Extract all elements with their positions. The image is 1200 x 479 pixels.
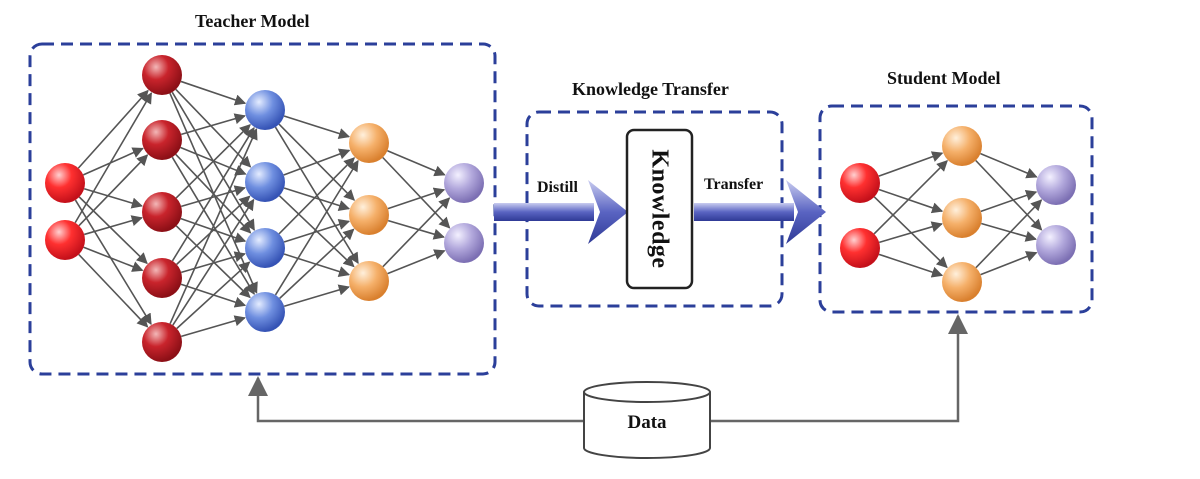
student-hidden-node xyxy=(942,198,982,238)
network-edge xyxy=(283,219,351,243)
network-edge xyxy=(980,152,1038,179)
teacher-title: Teacher Model xyxy=(195,11,310,31)
teacher-hidden2-node xyxy=(245,162,285,202)
network-edge xyxy=(975,159,1043,231)
teacher-output-node xyxy=(444,163,484,203)
data-feed-lines xyxy=(248,314,968,423)
teacher-hidden2-node xyxy=(245,228,285,268)
network-edge xyxy=(180,315,246,338)
network-edge xyxy=(980,190,1038,213)
network-edge xyxy=(274,159,359,296)
network-edge xyxy=(283,187,351,211)
teacher-hidden1-node xyxy=(142,192,182,232)
transfer-title: Knowledge Transfer xyxy=(572,79,729,99)
network-edge xyxy=(975,199,1043,269)
network-edge xyxy=(878,151,944,177)
teacher-hidden2-node xyxy=(245,90,285,130)
student-output-node xyxy=(1036,225,1076,265)
network-edge xyxy=(77,89,149,169)
teacher-hidden2-node xyxy=(245,292,285,332)
network-edge xyxy=(382,197,451,268)
network-edge xyxy=(387,150,446,177)
network-edge xyxy=(74,199,152,326)
network-edge xyxy=(180,80,247,106)
data-cylinder-icon xyxy=(583,381,711,459)
network-edge xyxy=(171,126,255,262)
network-edge xyxy=(878,221,943,244)
network-edge xyxy=(873,160,948,235)
teacher-hidden3-node xyxy=(349,123,389,163)
teacher-input-node xyxy=(45,163,85,203)
network-edge xyxy=(283,115,351,139)
network-edge xyxy=(78,196,148,265)
teacher-hidden3-node xyxy=(349,261,389,301)
network-edge xyxy=(980,251,1038,276)
teacher-hidden1-node xyxy=(142,120,182,160)
teacher-hidden1-node xyxy=(142,258,182,298)
student-title: Student Model xyxy=(887,68,1001,88)
knowledge-box xyxy=(625,128,694,290)
network-edge xyxy=(387,249,446,275)
student-output-node xyxy=(1036,165,1076,205)
teacher-output-node xyxy=(444,223,484,263)
teacher-hidden3-node xyxy=(349,195,389,235)
data-label: Data xyxy=(627,412,667,433)
network-edge xyxy=(283,148,351,176)
network-edge xyxy=(878,253,944,278)
network-edge xyxy=(176,195,251,265)
distill-arrow xyxy=(494,180,628,244)
student-input-node xyxy=(840,163,880,203)
student-input-node xyxy=(840,228,880,268)
network-edge xyxy=(74,92,153,224)
knowledge-label: Knowledge xyxy=(646,149,673,269)
student-hidden-node xyxy=(942,126,982,166)
network-edge xyxy=(180,185,246,208)
network-edge xyxy=(387,187,446,210)
network-edge xyxy=(83,215,143,236)
network-edge xyxy=(172,198,255,326)
network-edge xyxy=(82,147,144,176)
network-edge xyxy=(873,196,948,269)
network-edges xyxy=(74,80,1043,338)
teacher-hidden1-node xyxy=(142,55,182,95)
network-edge xyxy=(382,156,451,229)
teacher-hidden1-node xyxy=(142,322,182,362)
network-edge xyxy=(180,113,246,136)
network-edge xyxy=(387,219,445,240)
network-edge xyxy=(83,246,144,272)
student-hidden-node xyxy=(942,262,982,302)
distill-label: Distill xyxy=(537,179,578,196)
network-edge xyxy=(78,253,149,328)
transfer-label: Transfer xyxy=(704,176,764,193)
network-edge xyxy=(176,261,251,330)
network-edge xyxy=(283,284,350,308)
network-edge xyxy=(175,123,251,199)
network-edge xyxy=(169,128,258,325)
network-edge xyxy=(981,222,1037,242)
network-edge xyxy=(279,228,355,299)
network-edge xyxy=(78,154,149,227)
network-edge xyxy=(278,157,356,235)
network-edge xyxy=(878,188,944,214)
network-nodes xyxy=(45,55,1076,362)
transfer-arrow xyxy=(694,180,826,244)
teacher-input-node xyxy=(45,220,85,260)
